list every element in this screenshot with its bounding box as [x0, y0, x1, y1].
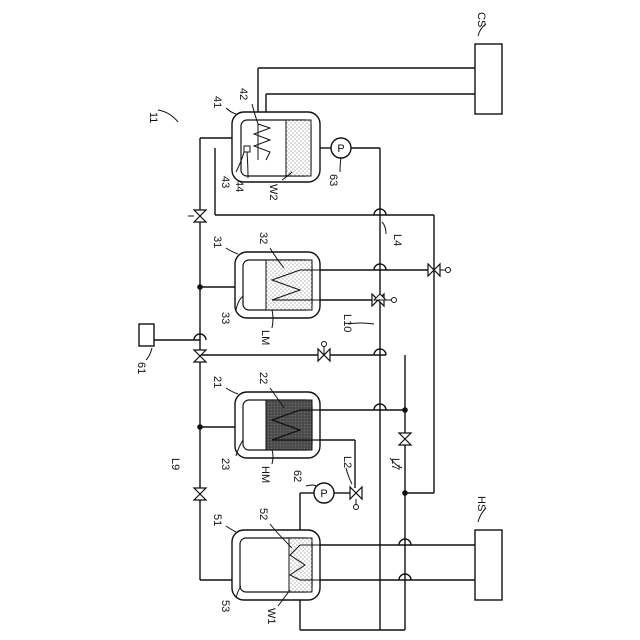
- leader-line: [272, 310, 273, 328]
- pump-62: P: [314, 483, 334, 503]
- label-32: 32: [257, 232, 269, 244]
- pump-63: P: [331, 138, 351, 158]
- label-23: 23: [219, 458, 231, 470]
- leader-line: [146, 348, 152, 360]
- label-l4: L4: [391, 234, 403, 246]
- label-33: 33: [219, 312, 231, 324]
- tank-21: [235, 392, 320, 458]
- water-w2: [286, 120, 311, 176]
- pump-label: P: [320, 488, 327, 500]
- label-61: 61: [135, 362, 147, 374]
- valve-icon: [194, 488, 206, 500]
- label-62: 62: [291, 470, 303, 482]
- label-51: 51: [211, 514, 223, 526]
- material-hm: [266, 400, 312, 450]
- leader-line: [340, 158, 341, 172]
- sensor-44: [244, 146, 250, 152]
- valve-icon: [188, 210, 206, 222]
- leader-line: [226, 526, 236, 532]
- label-lm: LM: [259, 330, 271, 345]
- label-42: 42: [237, 88, 249, 100]
- three-way-valve-icon: [428, 264, 451, 276]
- three-way-valve-icon: [350, 487, 362, 510]
- label-52: 52: [257, 508, 269, 520]
- pump-label: P: [337, 143, 344, 155]
- heat-source-box: [475, 530, 502, 600]
- label-l7: L7: [389, 458, 401, 470]
- leader-line: [226, 108, 236, 114]
- valve-icon: [399, 433, 411, 445]
- junction-dot: [197, 424, 203, 430]
- junction-dot: [197, 284, 203, 290]
- label-cs: CS: [475, 12, 487, 27]
- label-44: 44: [233, 180, 245, 192]
- label-w2: W2: [267, 184, 279, 201]
- cold-source-box: [475, 44, 502, 114]
- label-w1: W1: [265, 608, 277, 625]
- label-53: 53: [219, 600, 231, 612]
- label-l9: L9: [169, 458, 181, 470]
- leader-line: [226, 388, 238, 394]
- leader-line: [158, 110, 178, 122]
- junction-dot: [402, 490, 408, 496]
- label-hm: HM: [259, 466, 271, 483]
- valve-icon: [194, 350, 206, 362]
- label-41: 41: [211, 96, 223, 108]
- leader-line: [226, 248, 238, 254]
- junction-dot: [402, 407, 408, 413]
- label-11: 11: [147, 112, 159, 123]
- tank-41: [232, 112, 320, 182]
- tank-31: [235, 252, 320, 318]
- label-63: 63: [327, 174, 339, 186]
- label-43: 43: [219, 176, 231, 188]
- material-lm: [266, 260, 312, 310]
- leader-line: [382, 222, 386, 234]
- tank-51: [232, 530, 320, 600]
- leader-line: [346, 468, 352, 484]
- label-31: 31: [211, 236, 223, 248]
- label-l10: L10: [341, 314, 353, 332]
- label-l2: L2: [341, 456, 353, 468]
- label-22: 22: [257, 372, 269, 384]
- controller-box: [139, 324, 154, 346]
- valve-icon: [318, 342, 330, 362]
- water-w1: [289, 538, 312, 592]
- three-way-valve-icon: [372, 294, 397, 306]
- label-hs: HS: [475, 496, 487, 511]
- leader-line: [306, 485, 316, 486]
- label-21: 21: [211, 376, 223, 388]
